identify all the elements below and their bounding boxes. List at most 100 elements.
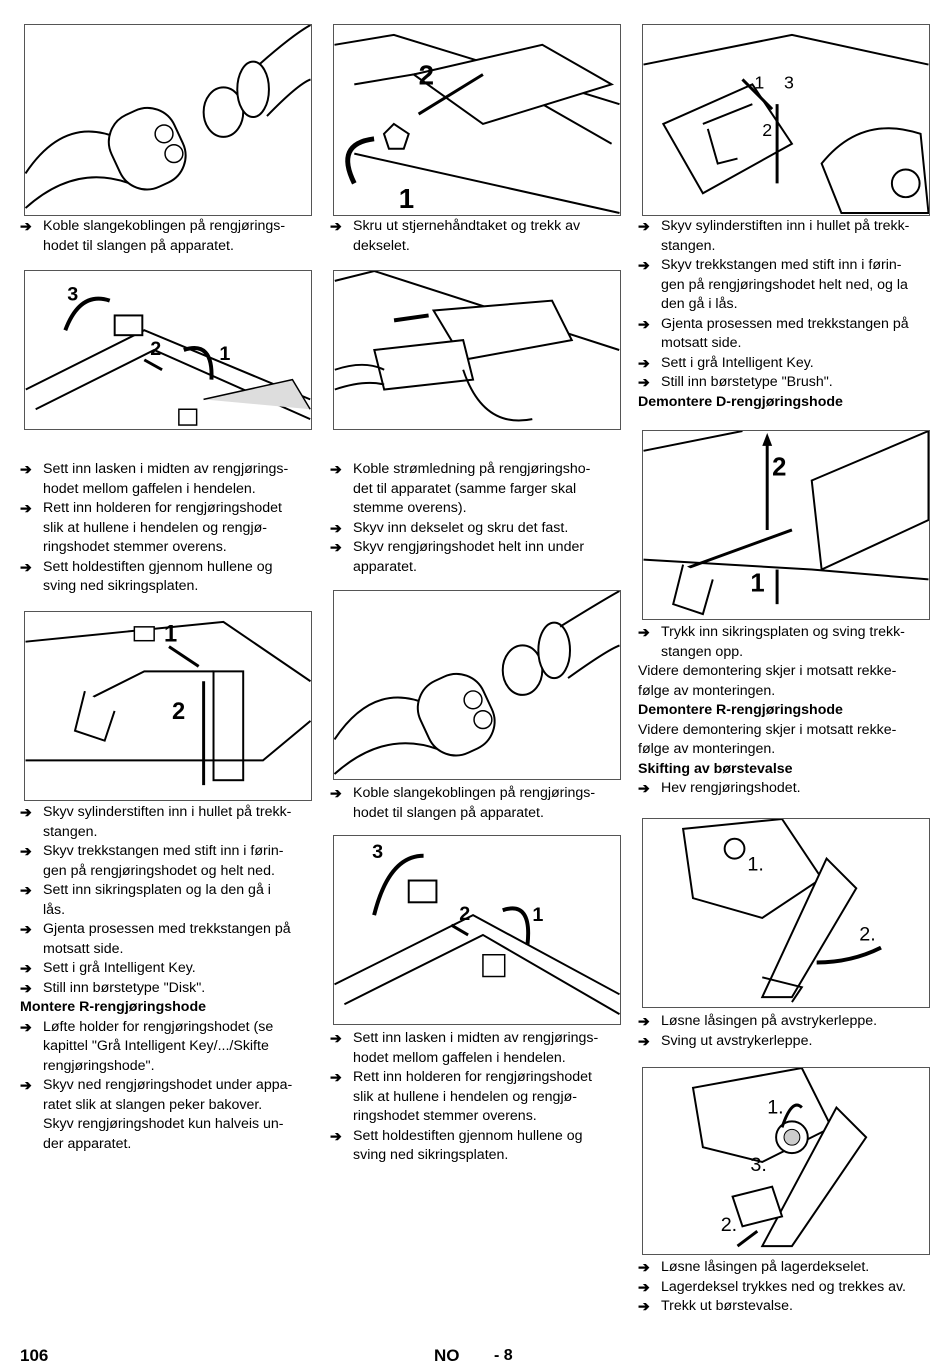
instruction-text: Skru ut stjernehåndtaket og trekk av dek… — [353, 218, 581, 254]
instruction-item: ➔Skyv ned rengjøringshodet under appa- r… — [20, 1076, 315, 1115]
instruction-text: Gjenta prosessen med trekkstangen på mot… — [661, 315, 909, 352]
instruction-item: ➔Sett i grå Intelligent Key. — [638, 354, 933, 374]
instruction-item: ➔Koble slangekoblingen på rengjørings- h… — [20, 217, 315, 256]
section-page: - 8 — [494, 1347, 513, 1364]
instruction-text: Lagerdeksel trykkes ned og trekkes av. — [661, 1278, 906, 1295]
arrow-bullet-icon: ➔ — [330, 519, 342, 536]
fig10-label-b: 2. — [859, 924, 875, 946]
instruction-item: ➔Rett inn holderen for rengjøringshodet … — [330, 1068, 625, 1127]
instruction-item: ➔Skyv sylinderstiften inn i hullet på tr… — [20, 803, 315, 842]
figure-power-connector — [333, 270, 621, 430]
instruction-item: ➔Trykk inn sikringsplaten og sving trekk… — [638, 623, 933, 662]
fig7-label-c: 1 — [532, 904, 543, 926]
instruction-text: Skyv trekkstangen med stift inn i førin-… — [43, 843, 284, 879]
instruction-item: ➔Trekk ut børstevalse. — [638, 1297, 933, 1317]
instruction-text: Still inn børstetype "Brush". — [661, 374, 833, 390]
arrow-bullet-icon: ➔ — [20, 979, 32, 996]
instruction-text: Sving ut avstrykerleppe. — [661, 1032, 813, 1049]
instruction-item: ➔Skyv sylinderstiften inn i hullet på tr… — [638, 217, 933, 256]
note-reverse-order-d: Videre demontering skjer i motsatt rekke… — [638, 663, 897, 699]
arrow-bullet-icon: ➔ — [638, 374, 650, 390]
instruction-item: ➔Sett inn sikringsplaten og la den gå i … — [20, 881, 315, 920]
arrow-bullet-icon: ➔ — [638, 780, 650, 796]
arrow-bullet-icon: ➔ — [330, 1030, 342, 1046]
figure-remove-d-head: 2 1 — [642, 430, 930, 620]
arrow-bullet-icon: ➔ — [330, 1069, 342, 1085]
fig8-label-c: 2 — [762, 120, 772, 140]
page-number: 106 — [20, 1346, 49, 1365]
arrow-bullet-icon: ➔ — [20, 558, 32, 575]
instruction-item: ➔ Hev rengjøringshodet. — [638, 779, 933, 799]
instruction-text: Sett holdestiften gjennom hullene og svi… — [43, 558, 273, 595]
arrow-bullet-icon: ➔ — [20, 218, 32, 234]
instruction-text: Rett inn holderen for rengjøringshodet s… — [43, 500, 282, 555]
col2-block1: ➔ Skru ut stjernehåndtaket og trekk av de… — [330, 217, 625, 256]
instruction-text: Koble strømledning på rengjøringsho- det… — [353, 461, 591, 516]
fig2-label-c: 1 — [219, 343, 230, 365]
col2-block2: ➔ Koble strømledning på rengjøringsho- de… — [330, 460, 625, 577]
instruction-item: ➔ Sett inn lasken i midten av rengjørings… — [330, 1029, 625, 1068]
instruction-item: ➔Sett inn lasken i midten av rengjørings… — [20, 460, 315, 499]
arrow-bullet-icon: ➔ — [638, 354, 650, 371]
instruction-text: Skyv trekkstangen med stift inn i førin-… — [661, 257, 908, 312]
col3-block1: ➔Skyv sylinderstiften inn i hullet på tr… — [638, 217, 933, 412]
instruction-item: ➔Skyv trekkstangen med stift inn i førin… — [638, 256, 933, 315]
instruction-item: ➔ Still inn børstetype "Disk". — [20, 979, 315, 999]
arrow-bullet-icon: ➔ — [638, 624, 650, 640]
fig10-label-a: 1. — [747, 853, 763, 875]
instruction-text: Sett inn lasken i midten av rengjørings-… — [43, 461, 289, 497]
instruction-text: Skyv rengjøringshodet helt inn under app… — [353, 539, 585, 575]
fig8-label-a: 1 — [754, 72, 764, 92]
heading-mount-r-head: Montere R-rengjøringshode — [20, 999, 207, 1015]
instruction-item: ➔ Koble strømledning på rengjøringsho- de… — [330, 460, 625, 519]
language-code: NO — [434, 1346, 460, 1365]
instruction-item: ➔Løfte holder for rengjøringshodet (se k… — [20, 1018, 315, 1077]
instruction-text: Koble slangekoblingen på rengjørings- ho… — [353, 785, 596, 821]
arrow-bullet-icon: ➔ — [638, 1259, 650, 1275]
heading-remove-r-head: Demontere R-rengjøringshode — [638, 702, 843, 718]
instruction-item: ➔Løsne låsingen på avstrykerleppe. — [638, 1012, 933, 1032]
figure-squeegee-lip: 1. 2. — [642, 818, 930, 1008]
col3-block2: ➔Trykk inn sikringsplaten og sving trekk… — [638, 623, 933, 799]
arrow-bullet-icon: ➔ — [20, 500, 32, 516]
note-reverse-order-r: Videre demontering skjer i motsatt rekke… — [638, 721, 897, 758]
instruction-item: ➔Gjenta prosessen med trekkstangen på mo… — [20, 920, 315, 959]
instruction-text: Skyv inn dekselet og skru det fast. — [353, 519, 569, 536]
col3-block5: ➔Løsne låsingen på avstrykerleppe.➔ Sving… — [638, 1012, 933, 1051]
col1-block2: ➔ Sett inn lasken i midten av rengjørings… — [20, 460, 315, 597]
instruction-item: ➔ Sving ut avstrykerleppe. — [638, 1032, 933, 1052]
figure-hose-coupling-2 — [333, 590, 621, 780]
arrow-bullet-icon: ➔ — [330, 461, 342, 477]
fig11-label-c: 2. — [721, 1214, 737, 1236]
instruction-text: Løfte holder for rengjøringshodet (se ka… — [43, 1018, 274, 1074]
instruction-text: Still inn børstetype "Disk". — [43, 979, 206, 996]
arrow-bullet-icon: ➔ — [330, 218, 342, 234]
instruction-text: Sett i grå Intelligent Key. — [43, 960, 196, 976]
instruction-item: ➔Sett i grå Intelligent Key. — [20, 959, 315, 979]
figure-lug-fork-1: 3 2 1 — [24, 270, 312, 430]
col3-block6: ➔Løsne låsingen på lagerdekselet.➔Lagerd… — [638, 1258, 933, 1317]
arrow-bullet-icon: ➔ — [20, 804, 32, 820]
fig9-label-a: 2 — [772, 454, 786, 482]
instruction-text: Sett holdestiften gjennom hullene og svi… — [353, 1127, 583, 1164]
col2-block3: ➔Koble slangekoblingen på rengjørings- h… — [330, 784, 625, 823]
col2-block4: ➔ Sett inn lasken i midten av rengjørings… — [330, 1029, 625, 1166]
figure-hose-coupling-1 — [24, 24, 312, 216]
instruction-text: Sett inn sikringsplaten og la den gå i l… — [43, 882, 271, 918]
instruction-text: Hev rengjøringshodet. — [661, 780, 801, 796]
figure-cylinder-pin-1: 1 2 — [24, 611, 312, 801]
arrow-bullet-icon: ➔ — [638, 218, 650, 234]
heading-remove-d-head: Demontere D-rengjøringshode — [638, 393, 843, 410]
col1-block3: ➔Skyv sylinderstiften inn i hullet på tr… — [20, 803, 315, 1154]
arrow-bullet-icon: ➔ — [638, 315, 650, 332]
figure-cylinder-pin-2: 1 3 2 — [642, 24, 930, 216]
fig3-label-a: 1 — [164, 622, 177, 648]
arrow-bullet-icon: ➔ — [638, 1032, 650, 1049]
instruction-text: Sett inn lasken i midten av rengjørings-… — [353, 1030, 599, 1066]
instruction-text: Løsne låsingen på avstrykerleppe. — [661, 1013, 878, 1029]
instruction-item: ➔ Sett holdestiften gjennom hullene og sv… — [20, 558, 315, 597]
instruction-item: ➔ Gjenta prosessen med trekkstangen på mo… — [638, 315, 933, 354]
fig7-label-b: 2 — [459, 903, 470, 925]
fig8-label-b: 3 — [784, 72, 794, 92]
arrow-bullet-icon: ➔ — [20, 843, 32, 859]
